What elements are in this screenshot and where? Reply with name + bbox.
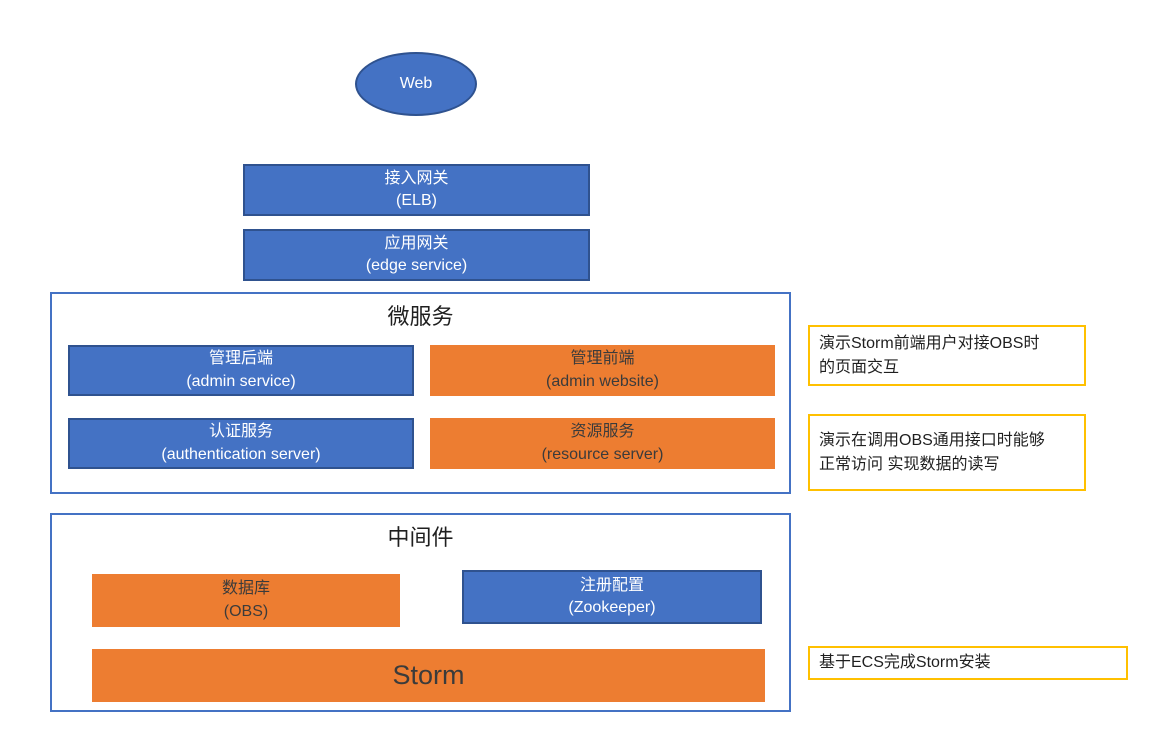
authentication-server-title: 认证服务 <box>208 423 273 441</box>
zookeeper-box: 注册配置 (Zookeeper) <box>462 570 762 624</box>
database-obs-title: 数据库 <box>221 580 270 598</box>
middleware-container: 中间件 数据库 (OBS) 注册配置 (Zookeeper) Storm <box>50 513 791 712</box>
admin-website-box: 管理前端 (admin website) <box>430 345 775 396</box>
admin-website-title: 管理前端 <box>570 350 635 368</box>
database-obs-box: 数据库 (OBS) <box>92 574 400 627</box>
resource-server-box: 资源服务 (resource server) <box>430 418 775 469</box>
zookeeper-subtitle: (Zookeeper) <box>568 599 656 616</box>
resource-server-subtitle: (resource server) <box>541 445 664 463</box>
microservices-container: 微服务 管理后端 (admin service) 管理前端 (admin web… <box>50 292 791 494</box>
annotation-storm-obs-interaction-text: 演示Storm前端用户对接OBS时 的页面交互 <box>819 334 1040 376</box>
gateway-edge-subtitle: (edge service) <box>365 257 468 274</box>
admin-service-title: 管理后端 <box>208 350 273 368</box>
annotation-ecs-storm-install: 基于ECS完成Storm安装 <box>808 646 1128 680</box>
annotation-obs-api-access: 演示在调用OBS通用接口时能够 正常访问 实现数据的读写 <box>808 414 1086 491</box>
annotation-ecs-storm-install-text: 基于ECS完成Storm安装 <box>819 654 991 671</box>
annotation-storm-obs-interaction: 演示Storm前端用户对接OBS时 的页面交互 <box>808 325 1086 386</box>
microservices-title: 微服务 <box>387 304 454 329</box>
admin-service-subtitle: (admin service) <box>186 372 296 390</box>
middleware-title: 中间件 <box>387 525 454 550</box>
web-node-label: Web <box>399 75 433 92</box>
gateway-edge-box: 应用网关 (edge service) <box>243 229 590 281</box>
gateway-elb-subtitle: (ELB) <box>396 192 437 209</box>
annotation-obs-api-access-text: 演示在调用OBS通用接口时能够 正常访问 实现数据的读写 <box>819 431 1045 473</box>
authentication-server-box: 认证服务 (authentication server) <box>68 418 414 469</box>
web-node: Web <box>355 52 477 116</box>
authentication-server-subtitle: (authentication server) <box>161 445 321 463</box>
gateway-elb-box: 接入网关 (ELB) <box>243 164 590 216</box>
resource-server-title: 资源服务 <box>570 423 635 441</box>
zookeeper-title: 注册配置 <box>579 576 644 594</box>
admin-service-box: 管理后端 (admin service) <box>68 345 414 396</box>
database-obs-subtitle: (OBS) <box>223 602 269 620</box>
storm-label: Storm <box>392 659 465 690</box>
gateway-elb-title: 接入网关 <box>384 169 449 187</box>
storm-box: Storm <box>92 649 765 702</box>
gateway-edge-title: 应用网关 <box>384 234 449 252</box>
admin-website-subtitle: (admin website) <box>546 372 659 390</box>
